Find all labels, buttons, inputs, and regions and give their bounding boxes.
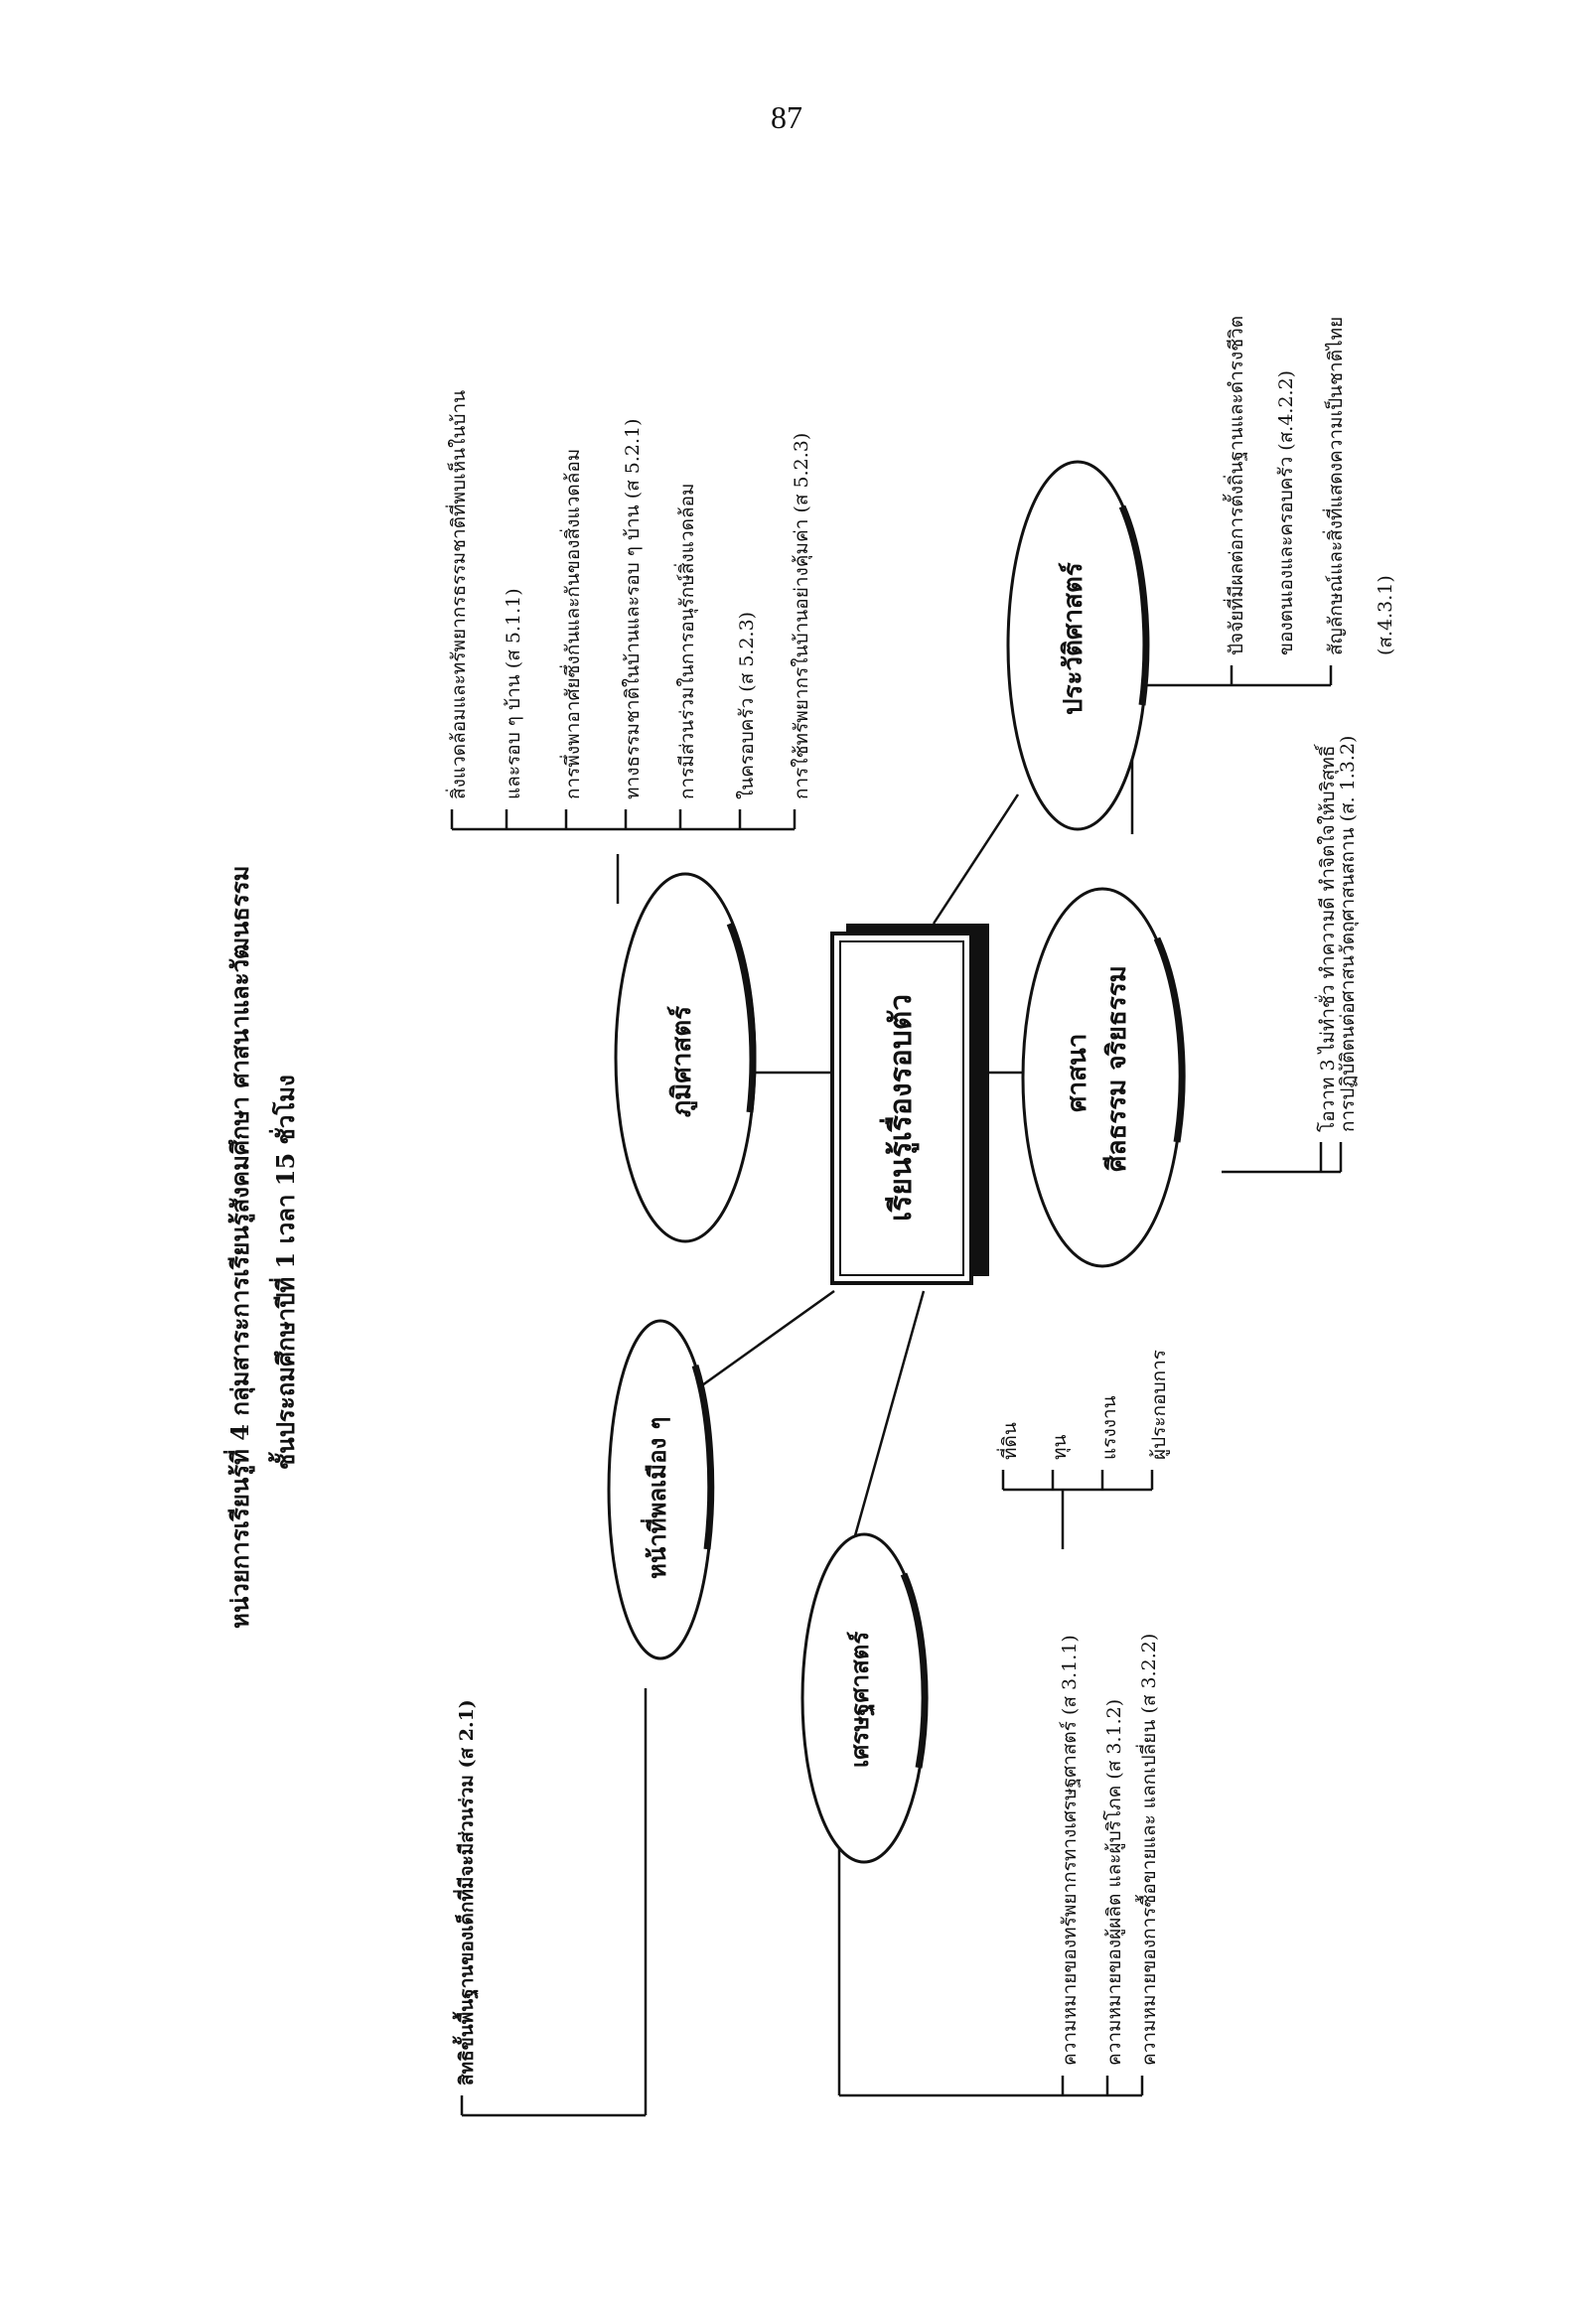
economics-sub-1: ที่ดิน <box>999 1422 1021 1460</box>
connector-civics <box>694 1289 835 1392</box>
geography-label: ภูมิศาสตร์ <box>667 1005 697 1117</box>
geography-item-2: และรอบ ๆ บ้าน (ส 5.1.1) <box>503 588 524 799</box>
history-item-2: ของตนเองและครอบครัว (ส.4.2.2) <box>1275 369 1297 655</box>
connector-history <box>932 793 1020 925</box>
religion-item-2: การปฏิบัติตนต่อศาสนวัตถุศาสนสถาน (ส. 1.3… <box>1337 735 1359 1132</box>
economics-sub-2: ทุน <box>1049 1434 1071 1460</box>
economics-sub-3: แรงงาน <box>1098 1395 1120 1460</box>
history-item-1: ปัจจัยที่มีผลต่อการตั้งถิ่นฐานและดำรงชีว… <box>1226 315 1247 655</box>
geography-item-6: ในครอบครัว (ส 5.2.3) <box>736 611 758 799</box>
diagram-title-line2: ชั้นประถมศึกษาปีที่ 1 เวลา 15 ชั่วโมง <box>271 1075 300 1470</box>
civics-label: หน้าที่พลเมือง ๆ <box>643 1416 671 1579</box>
geography-item-1: สิ่งแวดล้อมและทรัพยากรธรรมชาติที่พบเห็นใ… <box>448 389 470 799</box>
center-box <box>830 932 973 1285</box>
connector-economics <box>852 1290 926 1540</box>
religion-label-2: ศีลธรรม จริยธรรม <box>1102 965 1132 1172</box>
economics-item-2: ความหมายของผู้ผลิต และผู้บริโภค (ส 3.1.2… <box>1103 1698 1125 2066</box>
geography-item-3: การพึ่งพาอาศัยซึ่งกันและกันของสิ่งแวดล้อ… <box>562 448 584 799</box>
economics-item-3: ความหมายของการซื้อขายและ แลกเปลี่ยน (ส 3… <box>1138 1633 1160 2066</box>
economics-item-1: ความหมายของทรัพยากรทางเศรษฐศาสตร์ (ส 3.1… <box>1059 1635 1081 2066</box>
history-item-3: สัญลักษณ์และสิ่งที่แสดงความเป็นชาติไทย <box>1325 316 1347 655</box>
religion-label-1: ศาสนา <box>1063 1033 1092 1112</box>
geography-item-4: ทางธรรมชาติในบ้านและรอบ ๆ บ้าน (ส 5.2.1) <box>622 418 644 799</box>
diagram-title-line1: หน่วยการเรียนรู้ที่ 4 กลุ่มสาระการเรียนร… <box>225 865 254 1629</box>
economics-label: เศรษฐศาสตร์ <box>845 1631 874 1768</box>
page-number: 87 <box>771 99 802 135</box>
history-label: ประวัติศาสตร์ <box>1059 562 1088 715</box>
geography-item-7: การใช้ทรัพยากรในบ้านอย่างคุ้มค่า (ส 5.2.… <box>791 432 812 799</box>
geography-item-5: การมีส่วนร่วมในการอนุรักษ์สิ่งแวดล้อม <box>676 483 698 799</box>
economics-sub-4: ผู้ประกอบการ <box>1148 1350 1170 1460</box>
center-label: เรียนรู้เรื่องรอบตัว <box>884 993 919 1222</box>
civics-item-1: สิทธิขั้นพื้นฐานของเด็กที่มีจะมีส่วนร่วม… <box>456 1699 478 2086</box>
history-item-4: (ส.4.3.1) <box>1375 575 1396 655</box>
